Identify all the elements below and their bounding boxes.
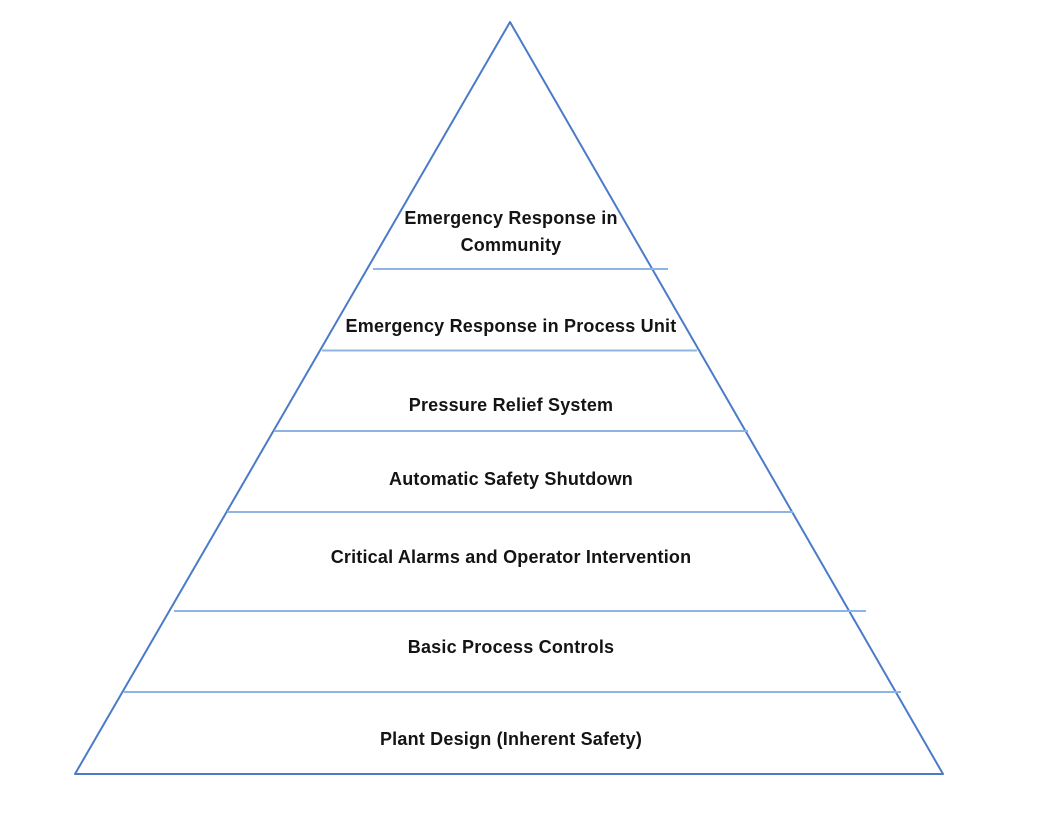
pyramid-outline	[74, 21, 944, 775]
layer-label-pressure-relief-system: Pressure Relief System	[408, 395, 614, 415]
layer-label-emergency-response-community: Emergency Response in Community	[404, 208, 618, 255]
layer-label-basic-process-controls: Basic Process Controls	[407, 637, 615, 657]
layer-label-automatic-safety-shutdown: Automatic Safety Shutdown	[388, 469, 634, 489]
layer-label-emergency-response-process-unit: Emergency Response in Process Unit	[345, 316, 677, 336]
layer-label-critical-alarms-operator-intervention: Critical Alarms and Operator Interventio…	[330, 547, 692, 567]
layer-label-plant-design-inherent-safety: Plant Design (Inherent Safety)	[379, 729, 643, 749]
